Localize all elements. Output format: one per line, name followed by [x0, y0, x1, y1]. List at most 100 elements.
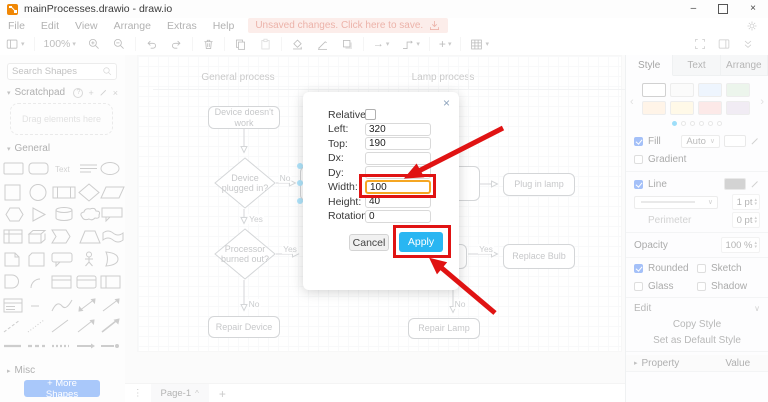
- width-input[interactable]: [365, 180, 431, 194]
- tab-text[interactable]: Text: [673, 55, 721, 75]
- dy-input[interactable]: [365, 166, 431, 179]
- top-input[interactable]: [365, 137, 431, 150]
- table-button[interactable]: ▾: [464, 34, 495, 54]
- scratchpad-add-icon[interactable]: +: [88, 87, 94, 98]
- dx-input[interactable]: [365, 151, 431, 165]
- sketch-checkbox[interactable]: [697, 264, 706, 273]
- scratchpad-header[interactable]: ▾ Scratchpad ? + ×: [7, 87, 118, 98]
- presets-prev-icon[interactable]: ‹: [630, 96, 634, 108]
- unsaved-changes-button[interactable]: Unsaved changes. Click here to save.: [248, 18, 449, 33]
- menu-file[interactable]: File: [8, 19, 25, 32]
- palette-text-shape[interactable]: Text: [55, 165, 70, 174]
- opacity-stepper[interactable]: 100 %▴▾: [720, 237, 760, 253]
- line-checkbox[interactable]: [634, 179, 643, 189]
- close-window-button[interactable]: ×: [750, 3, 756, 14]
- minimize-button[interactable]: –: [690, 3, 697, 14]
- scratchpad-help-icon[interactable]: ?: [73, 87, 84, 98]
- fullscreen-button[interactable]: [688, 34, 712, 54]
- preset-page-dot[interactable]: [717, 121, 722, 126]
- fill-color-button[interactable]: [285, 34, 310, 54]
- tab-style[interactable]: Style: [626, 55, 674, 76]
- glass-checkbox[interactable]: [634, 282, 643, 291]
- paste-button[interactable]: [253, 34, 278, 54]
- style-preset-swatch[interactable]: [698, 83, 722, 97]
- shadow-checkbox[interactable]: [697, 282, 706, 291]
- line-style-select[interactable]: ∨: [634, 195, 718, 209]
- style-preset-swatch[interactable]: [726, 83, 750, 97]
- property-value-header[interactable]: ▸ Property Value: [626, 355, 768, 372]
- flow-node[interactable]: Replace Bulb: [503, 244, 575, 269]
- lane-label[interactable]: Lamp process: [411, 72, 475, 83]
- view-panels-button[interactable]: ▾: [0, 34, 31, 54]
- scratchpad-close-icon[interactable]: ×: [112, 87, 118, 98]
- maximize-button[interactable]: [718, 4, 729, 14]
- height-input[interactable]: [365, 195, 431, 208]
- apply-button[interactable]: Apply: [399, 232, 443, 252]
- lane-label[interactable]: General process: [201, 72, 275, 83]
- style-preset-swatch[interactable]: [670, 83, 694, 97]
- shape-palette[interactable]: Text: [0, 160, 125, 360]
- flow-node[interactable]: Processor burned out?: [214, 228, 276, 280]
- line-color-button[interactable]: [310, 34, 335, 54]
- rotation-input[interactable]: [365, 209, 431, 223]
- flow-node[interactable]: Device doesn't work: [208, 106, 280, 129]
- redo-button[interactable]: [164, 34, 189, 54]
- menu-view[interactable]: View: [75, 19, 98, 32]
- style-preset-swatch[interactable]: [642, 83, 666, 97]
- search-icon[interactable]: [102, 66, 113, 77]
- misc-section-header[interactable]: ▸ Misc: [7, 365, 118, 376]
- set-default-style-button[interactable]: Set as Default Style: [653, 335, 741, 346]
- search-input[interactable]: [8, 66, 102, 77]
- delete-button[interactable]: [196, 34, 221, 54]
- menu-edit[interactable]: Edit: [40, 19, 60, 32]
- page-tab[interactable]: Page-1 ^: [150, 384, 209, 402]
- zoom-in-button[interactable]: [82, 34, 107, 54]
- flow-node[interactable]: Plug in lamp: [503, 173, 575, 196]
- flow-node[interactable]: Device plugged in?: [214, 157, 276, 209]
- zoom-select[interactable]: 100%▾: [43, 38, 76, 50]
- undo-button[interactable]: [139, 34, 164, 54]
- scratchpad-edit-icon[interactable]: [99, 88, 108, 97]
- edit-style-button[interactable]: Edit∨: [634, 303, 760, 314]
- style-preset-swatch[interactable]: [670, 101, 694, 115]
- connection-style-button[interactable]: →▾: [372, 38, 390, 50]
- style-preset-swatch[interactable]: [726, 101, 750, 115]
- pages-menu-icon[interactable]: ⋮: [133, 388, 143, 399]
- dialog-close-icon[interactable]: ×: [442, 96, 450, 110]
- menu-arrange[interactable]: Arrange: [113, 19, 151, 32]
- collapse-expand-button[interactable]: [736, 34, 760, 54]
- preset-page-dot[interactable]: [672, 121, 677, 126]
- tab-arrange[interactable]: Arrange: [720, 55, 768, 75]
- preset-page-dot[interactable]: [699, 121, 704, 126]
- waypoint-style-button[interactable]: ▾: [395, 34, 426, 54]
- style-preset-swatch[interactable]: [642, 101, 666, 115]
- fill-checkbox[interactable]: [634, 136, 643, 146]
- style-preset-swatch[interactable]: [698, 101, 722, 115]
- fill-color-swatch[interactable]: [724, 135, 746, 147]
- scratchpad-dropzone[interactable]: Drag elements here: [10, 103, 113, 135]
- line-color-swatch[interactable]: [724, 178, 746, 190]
- theme-icon[interactable]: [746, 20, 758, 32]
- add-page-button[interactable]: +: [218, 386, 226, 401]
- rounded-checkbox[interactable]: [634, 264, 643, 273]
- shadow-button[interactable]: [335, 34, 360, 54]
- preset-page-dot[interactable]: [690, 121, 695, 126]
- insert-button[interactable]: +▾: [438, 37, 452, 51]
- preset-page-dot[interactable]: [681, 121, 686, 126]
- presets-next-icon[interactable]: ›: [760, 96, 764, 108]
- more-shapes-button[interactable]: + More Shapes: [24, 378, 100, 400]
- perimeter-stepper[interactable]: 0 pt▴▾: [731, 212, 760, 228]
- copy-style-button[interactable]: Copy Style: [672, 319, 722, 330]
- flow-node[interactable]: Repair Lamp: [408, 318, 480, 339]
- copy-button[interactable]: [228, 34, 253, 54]
- gradient-checkbox[interactable]: [634, 154, 643, 164]
- line-edit-pencil-icon[interactable]: [750, 179, 760, 189]
- general-section-header[interactable]: ▾ General: [7, 143, 118, 154]
- menu-extras[interactable]: Extras: [166, 19, 197, 32]
- fill-edit-pencil-icon[interactable]: [750, 136, 760, 146]
- relative-checkbox[interactable]: [365, 109, 376, 120]
- fill-mode-select[interactable]: Auto∨: [681, 134, 720, 148]
- zoom-out-button[interactable]: [107, 34, 132, 54]
- left-input[interactable]: [365, 122, 431, 136]
- line-width-stepper[interactable]: 1 pt▴▾: [731, 194, 760, 210]
